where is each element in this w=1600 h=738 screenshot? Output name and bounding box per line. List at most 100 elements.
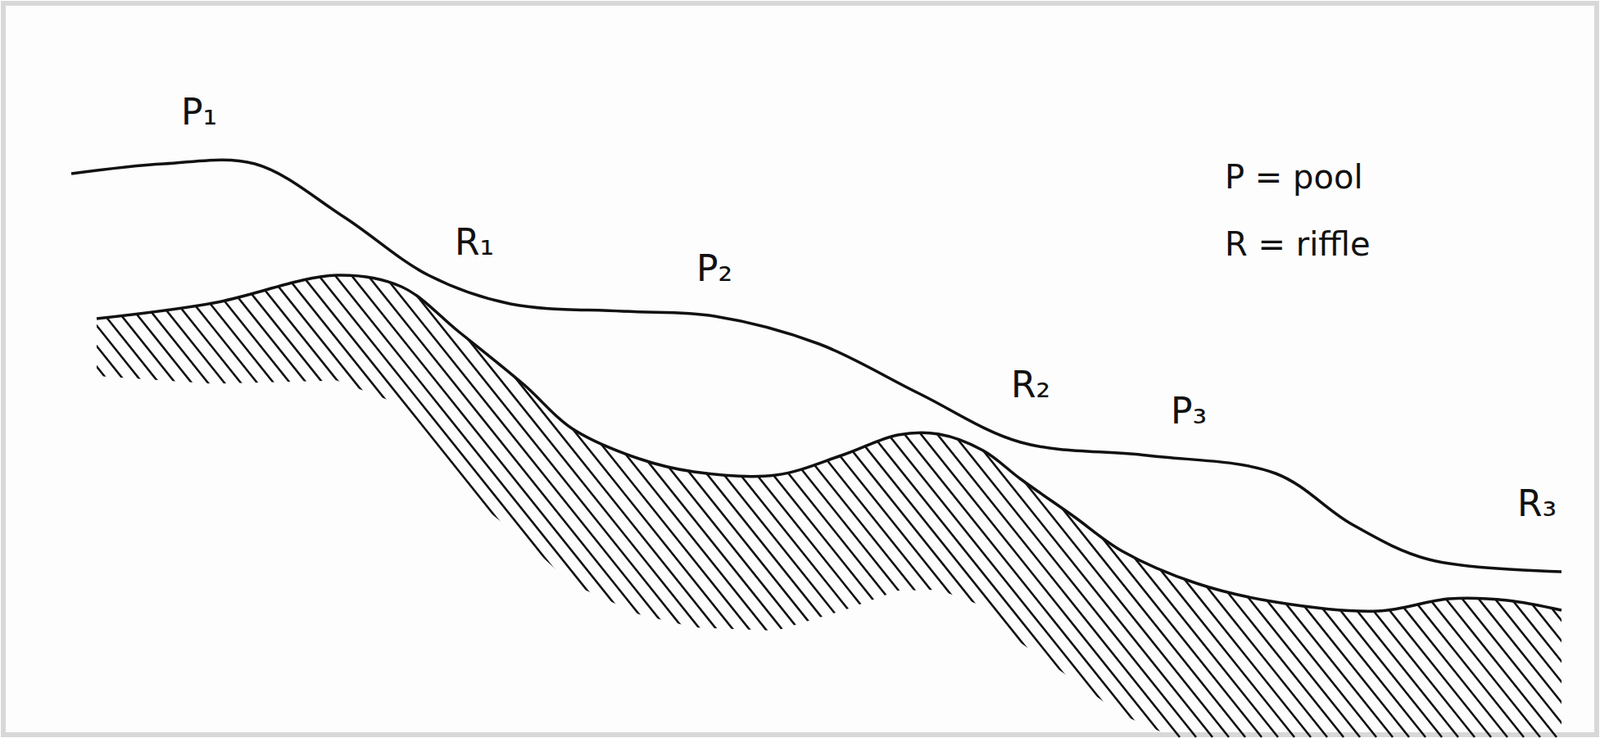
hatch-line	[917, 245, 1311, 738]
hatch-line	[688, 245, 1082, 738]
hatch-line	[1015, 245, 1410, 738]
hatch-line	[1130, 245, 1524, 738]
riffle-label: R₂	[1010, 365, 1051, 405]
hatch-line	[114, 245, 508, 738]
hatch-line	[1245, 245, 1600, 738]
hatch-line	[1507, 245, 1600, 738]
hatch-line	[0, 245, 230, 738]
hatch-line	[901, 245, 1295, 738]
hatch-line	[360, 245, 754, 738]
hatch-line	[245, 245, 640, 738]
hatch-line	[458, 245, 853, 738]
hatch-line	[1081, 245, 1475, 738]
hatch-line	[1556, 245, 1600, 738]
hatch-line	[1589, 245, 1600, 738]
hatch-line	[1458, 245, 1600, 738]
hatch-line	[426, 245, 820, 738]
hatch-line	[327, 245, 721, 738]
hatch-line	[311, 245, 705, 738]
hatch-line	[1163, 245, 1557, 738]
hatch-line	[1572, 245, 1600, 738]
hatch-line	[409, 245, 803, 738]
frame	[3, 3, 1597, 735]
hatch-line	[163, 245, 558, 738]
hatch-line	[1343, 245, 1600, 738]
hatch-line	[1065, 245, 1459, 738]
hatch-line	[1097, 245, 1492, 738]
hatch-line	[376, 245, 771, 738]
hatch-line	[1294, 245, 1600, 738]
hatch-line	[622, 245, 1016, 738]
hatch-line	[131, 245, 525, 738]
hatch-line	[1359, 245, 1600, 738]
hatch-line	[262, 245, 656, 738]
hatch-line	[65, 245, 459, 738]
hatch-line	[720, 245, 1115, 738]
riffle-label: R₃	[1517, 484, 1557, 524]
hatch-line	[1310, 245, 1600, 738]
hatch-line	[1196, 245, 1590, 738]
hatch-line	[639, 245, 1033, 738]
key-text: P = pool	[1224, 158, 1364, 195]
hatch-line	[1409, 245, 1600, 738]
hatch-line	[1179, 245, 1573, 738]
hatch-line	[196, 245, 590, 738]
hatch-line	[213, 245, 607, 738]
hatch-line	[0, 245, 246, 738]
hatch-line	[0, 245, 361, 738]
hatch-line	[0, 245, 312, 738]
hatch-line	[180, 245, 574, 738]
water-surface	[71, 159, 1562, 572]
hatch-line	[0, 245, 214, 738]
bed-hatching	[0, 245, 1600, 738]
hatch-line	[49, 245, 443, 738]
hatch-line	[0, 245, 164, 738]
pool-label: P₁	[181, 92, 218, 132]
hatch-line	[655, 245, 1049, 738]
hatch-line	[0, 245, 394, 738]
hatch-line	[852, 245, 1246, 738]
hatch-line	[507, 245, 902, 738]
hatch-line	[983, 245, 1377, 738]
hatch-line	[147, 245, 541, 738]
hatch-line	[278, 245, 672, 738]
hatch-line	[1474, 245, 1600, 738]
hatch-line	[16, 245, 410, 738]
hatch-line	[294, 245, 689, 738]
hatch-line	[589, 245, 984, 738]
hatch-line	[81, 245, 476, 738]
hatch-line	[491, 245, 885, 738]
hatch-line	[1261, 245, 1600, 738]
hatch-line	[524, 245, 918, 738]
hatch-line	[1327, 245, 1600, 738]
hatch-line	[0, 245, 328, 738]
hatch-line	[229, 245, 623, 738]
hatch-line	[1212, 245, 1600, 738]
hatch-line	[950, 245, 1344, 738]
hatch-line	[966, 245, 1360, 738]
hatch-line	[0, 245, 345, 738]
hatch-line	[1114, 245, 1508, 738]
hatch-line	[98, 245, 492, 738]
hatch-line	[786, 245, 1180, 738]
hatch-line	[835, 245, 1229, 738]
channel-bed	[96, 275, 1562, 612]
hatch-line	[884, 245, 1279, 738]
hatch-line	[344, 245, 738, 738]
hatch-line	[1048, 245, 1442, 738]
hatch-line	[1491, 245, 1600, 738]
hatch-line	[999, 245, 1393, 738]
pool-label: P₃	[1170, 391, 1207, 431]
hatch-line	[1425, 245, 1600, 738]
hatch-line	[32, 245, 427, 738]
hatch-line	[1032, 245, 1426, 738]
hatch-line	[1228, 245, 1600, 738]
pool-label: P₂	[696, 249, 733, 289]
hatch-line	[1392, 245, 1600, 738]
hatch-line	[606, 245, 1000, 738]
hatch-line	[557, 245, 951, 738]
key-text: R = riffle	[1224, 226, 1371, 263]
hatch-line	[819, 245, 1213, 738]
